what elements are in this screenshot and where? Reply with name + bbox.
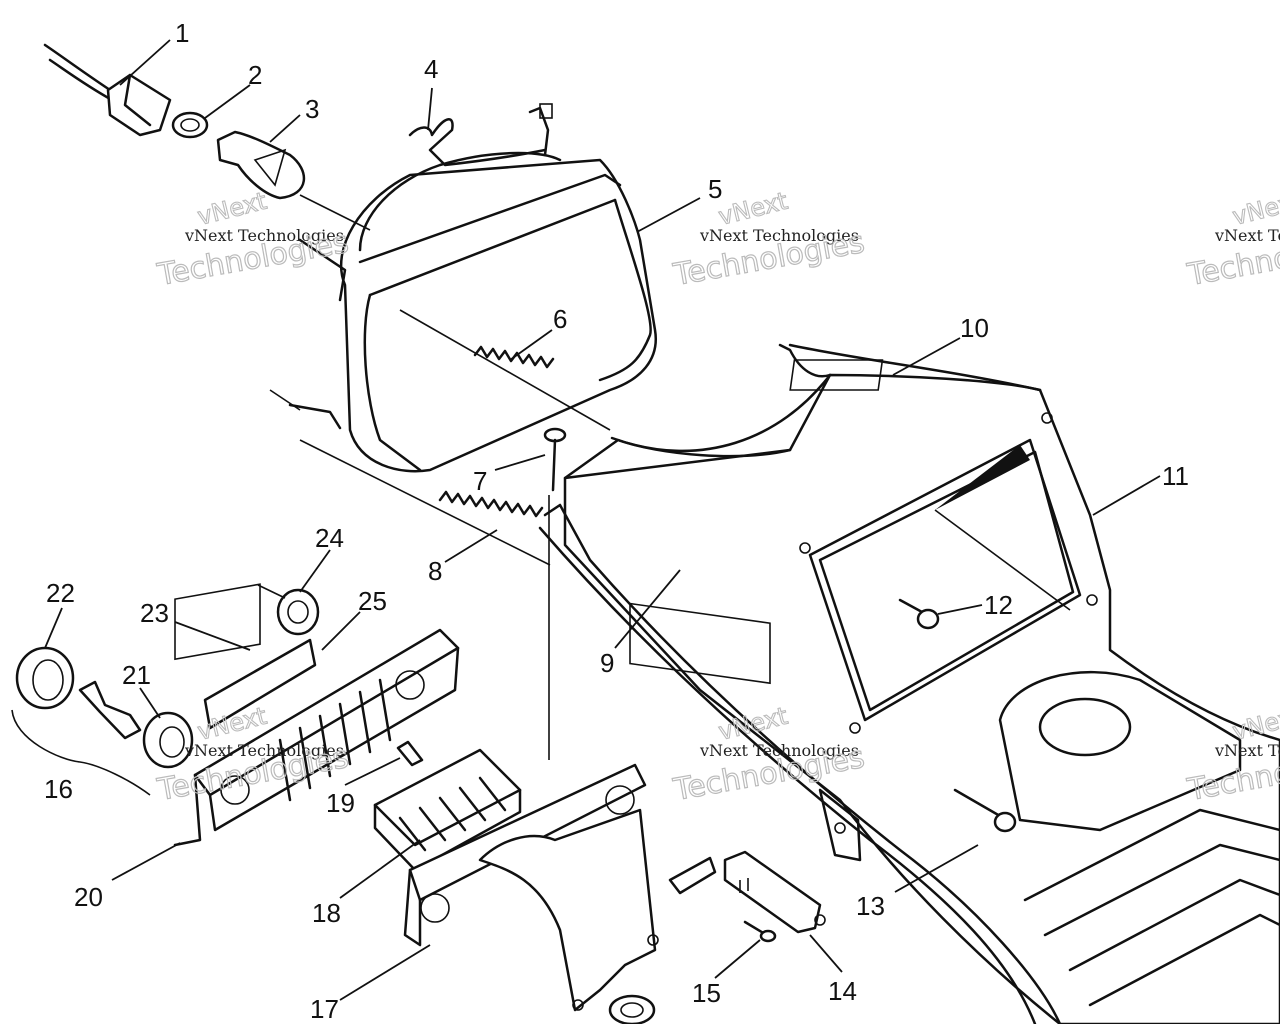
callout-20: 20: [74, 882, 103, 912]
watermark-3: vNext vNext Technologies Technologies: [1184, 186, 1280, 294]
callout-18: 18: [312, 898, 341, 928]
callout-7: 7: [473, 466, 487, 496]
leader-lines: [44, 39, 1161, 1001]
bottom-nut: [608, 994, 656, 1024]
callout-8: 8: [428, 556, 442, 586]
plate-25: [203, 638, 317, 730]
callout-13: 13: [856, 891, 885, 921]
watermark-vnext: vNext: [1230, 187, 1280, 231]
callout-25: 25: [358, 586, 387, 616]
callout-19: 19: [326, 788, 355, 818]
screw-13: [953, 788, 1017, 833]
callout-9: 9: [600, 648, 614, 678]
console-housing: [538, 343, 1280, 1024]
callout-6: 6: [553, 304, 567, 334]
bumper-19: [396, 740, 424, 767]
headlight-housing: [269, 103, 658, 473]
callout-22: 22: [46, 578, 75, 608]
retaining-wire: [408, 118, 547, 167]
callout-3: 3: [305, 94, 319, 124]
switch-14: [668, 850, 826, 934]
wire-connector: [43, 43, 172, 137]
headlight-bulb: [216, 130, 371, 231]
callout-14: 14: [828, 976, 857, 1006]
socket-clip: [171, 111, 209, 139]
watermark-2: vNext vNext Technologies Technologies: [670, 186, 868, 294]
spring-8: [299, 439, 551, 566]
screw-7: [543, 427, 567, 760]
watermark-1: vNext vNext Technologies Technologies: [154, 186, 352, 294]
callout-12: 12: [984, 590, 1013, 620]
callout-17: 17: [310, 994, 339, 1024]
bracket-17: [403, 763, 659, 1012]
switch-plate-20: [173, 628, 460, 847]
watermark-vnext: vNext: [195, 187, 270, 231]
callout-23: 23: [140, 598, 169, 628]
callout-15: 15: [692, 978, 721, 1008]
callout-labels: 1 2 3 4 5 6 7 8 9 10 11 12 13 14 15 16 1…: [44, 18, 1189, 1024]
watermark-company: vNext Technologies: [1214, 226, 1280, 245]
callout-16: 16: [44, 774, 73, 804]
callout-4: 4: [424, 54, 438, 84]
lens-23: [174, 583, 261, 661]
callout-24: 24: [315, 523, 344, 553]
callout-11: 11: [1162, 461, 1189, 491]
watermark-company: vNext Technologies: [184, 741, 344, 760]
watermark-company: vNext Technologies: [699, 226, 859, 245]
watermark-company: vNext Technologies: [184, 226, 344, 245]
callout-5: 5: [708, 174, 722, 204]
watermark-company: vNext Technologies: [1214, 741, 1280, 760]
callout-21: 21: [122, 660, 151, 690]
watermark-company: vNext Technologies: [699, 741, 859, 760]
callout-2: 2: [248, 60, 262, 90]
key-switch-16: [11, 646, 194, 796]
callout-10: 10: [960, 313, 989, 343]
watermark-vnext: vNext: [716, 187, 791, 231]
callout-1: 1: [175, 18, 189, 48]
screw-15: [743, 920, 777, 943]
screw-12: [898, 598, 940, 630]
grommet-24: [257, 584, 320, 636]
